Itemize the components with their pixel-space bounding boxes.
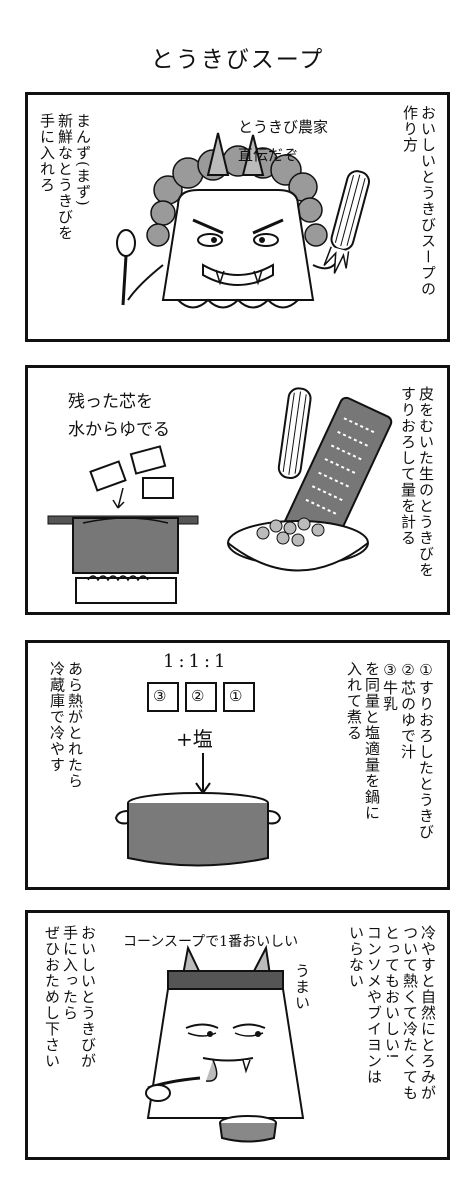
comic-panel-4: コーンスープで1番おいしい うまい 冷やすと自然にとろみが ついて熱くて冷たくて… [25,910,450,1160]
oni-tasting-illustration [145,944,305,1143]
handwritten-umai: うまい [293,963,311,1011]
oni-farmer-illustration [116,132,370,309]
narration-panel-3-chill: あら熱がとれたら 冷蔵庫で冷やす [48,661,84,789]
add-salt-label: +塩 [176,727,213,751]
speech-bubble-farmer: とうきび農家 直伝だぞ [238,118,329,164]
ingredient-label-1: ① [229,687,243,705]
narration-panel-2: 皮をむいた生のとうきびを すりおろして量を計る [399,386,435,578]
comic-panel-3: 1:1:1 ③ ② ① +塩 ①すりおろしたとうきび ②芯のゆで汁 ③牛乳 を同… [25,640,450,890]
narration-panel-4-result: 冷やすと自然にとろみが ついて熱くて冷たくても とってもおいしい! コンソメやブ… [347,925,437,1101]
narration-panel-3-ingredients: ①すりおろしたとうきび ②芯のゆで汁 ③牛乳 を同量と塩適量を鍋に 入れて煮る [345,661,435,840]
ingredient-label-3: ③ [153,687,167,705]
page-title: とうきびスープ [150,47,325,73]
comic-panel-2: 皮をむいた生のとうきびを すりおろして量を計る 残った芯を 水からゆでる [25,365,450,615]
handwritten-boil-cob: 残った芯を 水からゆでる [68,392,170,440]
ratio-label: 1:1:1 [163,651,230,672]
narration-panel-1: おいしいとうきびスープの 作り方 [401,105,437,297]
speech-bubble-get-corn: まんず(まず) 新鮮なとうきびを 手に入れろ [38,113,92,241]
comic-panel-1: おいしいとうきびスープの 作り方 とうきび農家 直伝だぞ まんず(まず) 新鮮な… [25,92,450,342]
handwritten-best-corn-soup: コーンスープで1番おいしい [123,934,299,950]
pot-mixing-illustration [114,682,282,867]
narration-panel-4-try-it: おいしいとうきびが 手に入ったら ぜひおためし下さい [43,925,97,1069]
grating-and-boiling-illustration [47,387,393,604]
ingredient-label-2: ② [191,687,205,705]
